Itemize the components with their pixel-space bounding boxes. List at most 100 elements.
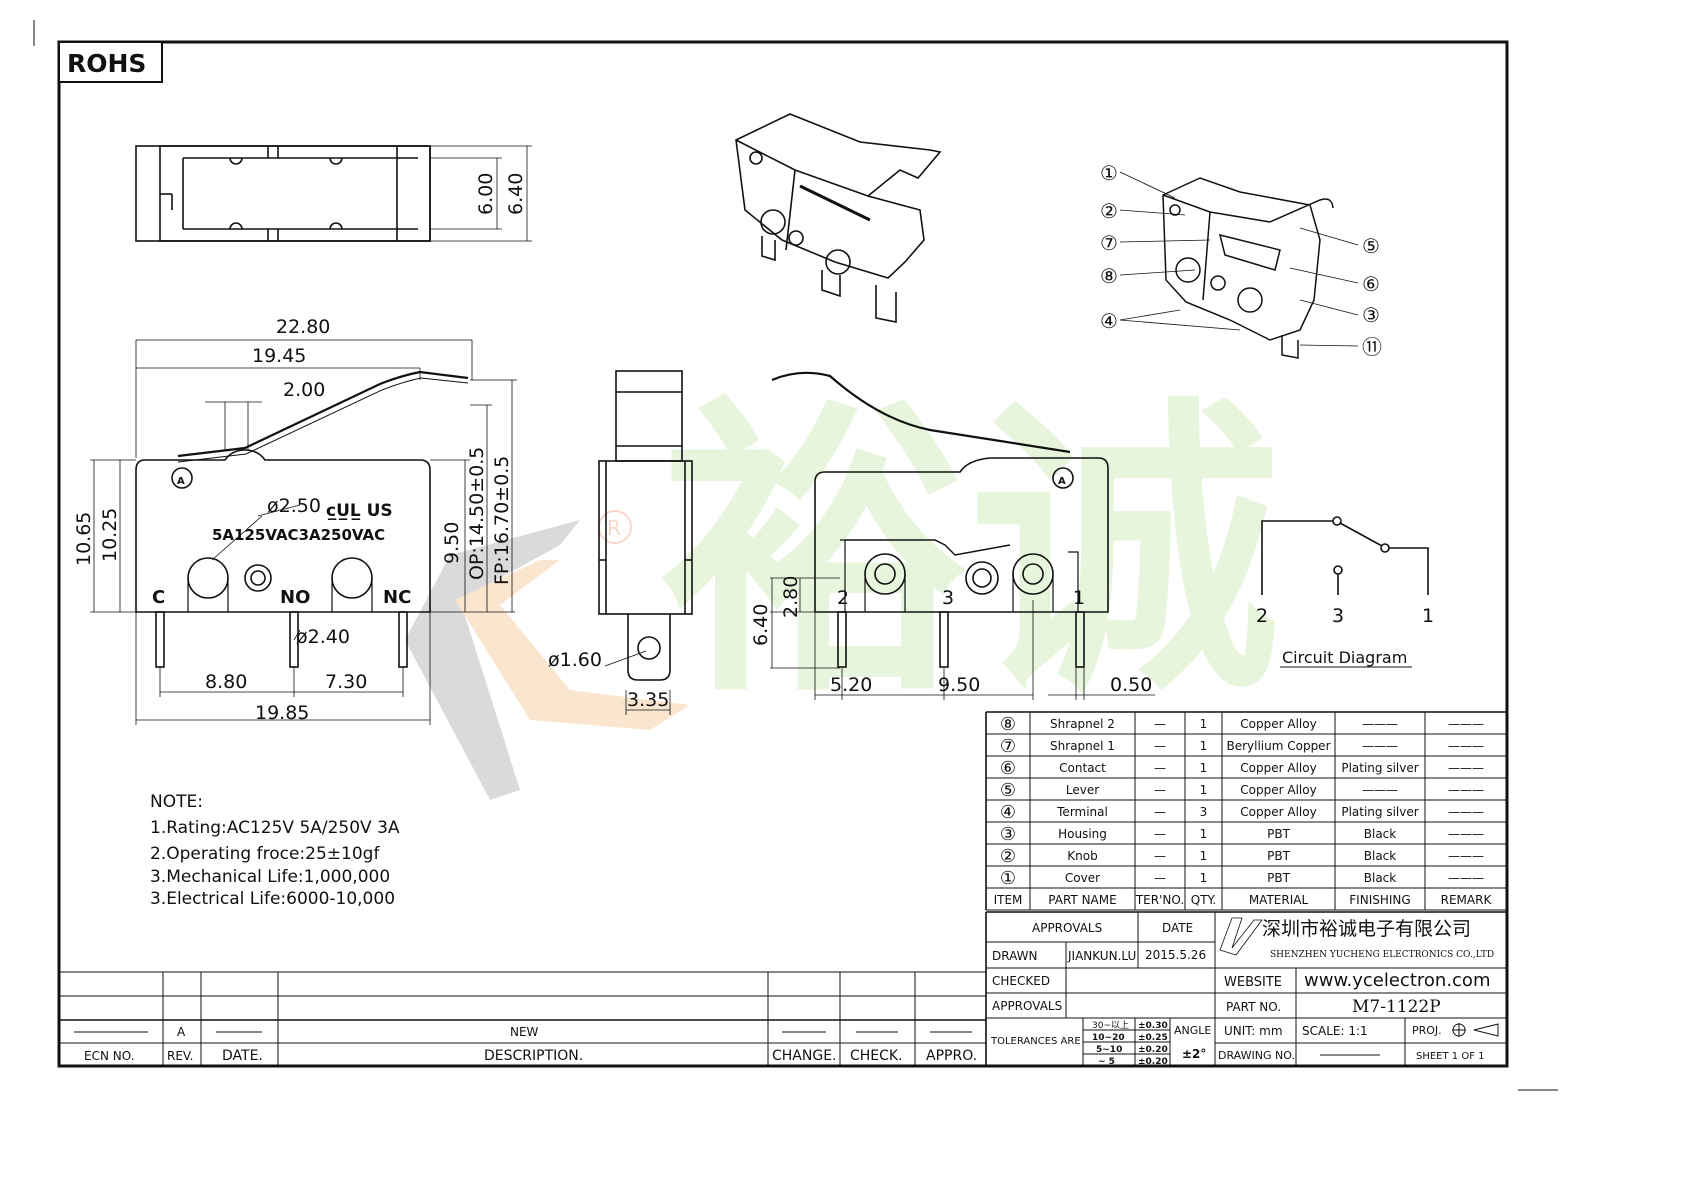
company-name-en: SHENZHEN YUCHENG ELECTRONICS CO.,LTD — [1270, 950, 1494, 960]
dim-19-85: 19.85 — [255, 702, 309, 724]
circuit-terminal-1: 1 — [1422, 605, 1434, 627]
dim-7-30: 7.30 — [325, 671, 367, 693]
sheet-value: SHEET 1 OF 1 — [1416, 1051, 1485, 1062]
circuit-terminal-3: 3 — [1332, 605, 1344, 627]
tb-approvals-header: APPROVALS — [1032, 921, 1102, 935]
bom-cell: — — [1154, 761, 1166, 775]
note-2: 2.Operating froce:25±10gf — [150, 844, 380, 864]
bom-cell: Copper Alloy — [1240, 761, 1316, 775]
tol-value-4: ±0.20 — [1138, 1057, 1168, 1067]
dim-10-25: 10.25 — [99, 508, 121, 562]
bom-cell: — — [1154, 805, 1166, 819]
dim-6-40: 6.40 — [505, 173, 527, 215]
revision-block — [59, 971, 986, 1066]
note-3: 3.Mechanical Life:1,000,000 — [150, 867, 390, 887]
callout-4: ④ — [1100, 309, 1118, 333]
bom-cell: ——— — [1448, 783, 1484, 797]
bom-cell: ——— — [1362, 717, 1398, 731]
rohs-text: ROHS — [67, 49, 146, 78]
callout-7: ⑦ — [1100, 231, 1118, 255]
circuit-title: Circuit Diagram — [1282, 648, 1407, 667]
bom-cell: ——— — [1448, 805, 1484, 819]
bom-cell: ——— — [1362, 783, 1398, 797]
dim-hole-1-60: ø1.60 — [548, 649, 602, 671]
dim-2-00: 2.00 — [283, 379, 325, 401]
back-terminal-3: 3 — [942, 587, 954, 609]
bom-cell: PBT — [1267, 871, 1290, 885]
dim-22-80: 22.80 — [276, 316, 330, 338]
website-value: www.ycelectron.com — [1304, 970, 1490, 991]
bom-cell: ——— — [1448, 739, 1484, 753]
back-terminal-1: 1 — [1073, 587, 1085, 609]
bom-cell: 3 — [1200, 805, 1208, 819]
watermark-chinese: 裕诚 — [660, 373, 1280, 734]
callout-5: ⑤ — [1362, 234, 1380, 258]
tol-value-3: ±0.20 — [1138, 1045, 1168, 1055]
bom-cell: Beryllium Copper — [1226, 739, 1330, 753]
drawing-no-label: DRAWING NO. — [1218, 1049, 1295, 1062]
bom-cell: 1 — [1200, 849, 1208, 863]
bom-cell: Black — [1364, 849, 1397, 863]
dim-19-45: 19.45 — [252, 345, 306, 367]
bom-cell: Black — [1364, 871, 1397, 885]
terminal-nc-label: NC — [383, 587, 411, 608]
ul-mark: c̲U̲L̲ US — [326, 501, 393, 521]
bom-cell: Lever — [1066, 783, 1099, 797]
company-name-cn: 深圳市裕诚电子有限公司 — [1262, 918, 1471, 940]
bom-cell: Shrapnel 1 — [1050, 739, 1115, 753]
bom-cell: Terminal — [1056, 805, 1108, 819]
dim-10-65: 10.65 — [73, 512, 95, 566]
website-label: WEBSITE — [1224, 975, 1282, 990]
bom-cell: Contact — [1059, 761, 1106, 775]
rev-header-check: CHECK. — [850, 1048, 903, 1064]
bom-header-cell: REMARK — [1441, 893, 1493, 907]
bom-cell: Knob — [1067, 849, 1097, 863]
callout-8: ⑧ — [1100, 264, 1118, 288]
sheet-border — [57, 40, 1509, 1068]
dim-9-50-vert: 9.50 — [441, 522, 463, 564]
tol-range-2: 10~20 — [1092, 1033, 1125, 1043]
bom-header-cell: TER'NO. — [1135, 893, 1184, 907]
callout-1: ① — [1100, 161, 1118, 185]
bom-cell: Copper Alloy — [1240, 805, 1316, 819]
dim-2-80: 2.80 — [780, 576, 802, 618]
bom-cell: 1 — [1200, 739, 1208, 753]
bom-header-cell: PART NAME — [1048, 893, 1116, 907]
angle-label: ANGLE — [1174, 1024, 1211, 1037]
bom-cell: — — [1154, 871, 1166, 885]
dim-0-50: 0.50 — [1110, 674, 1152, 696]
tol-value-1: ±0.30 — [1138, 1021, 1168, 1031]
rev-letter: A — [177, 1025, 186, 1039]
bom-header-cell: ITEM — [994, 893, 1023, 907]
bom-cell: 1 — [1200, 871, 1208, 885]
circuit-diagram — [1261, 516, 1429, 668]
dim-op: OP:14.50±0.5 — [466, 447, 488, 580]
dim-5-20: 5.20 — [830, 674, 872, 696]
notes: NOTE: 1.Rating:AC125V 5A/250V 3A 2.Opera… — [150, 792, 400, 909]
rev-description: NEW — [510, 1025, 539, 1039]
bom-cell: Shrapnel 2 — [1050, 717, 1115, 731]
bom-cell: ④ — [1000, 802, 1016, 823]
dim-6-00: 6.00 — [475, 173, 497, 215]
part-no-value: M7-1122P — [1352, 997, 1441, 1017]
angle-value: ±2° — [1182, 1047, 1206, 1061]
rev-header-date: DATE. — [222, 1048, 263, 1064]
bom-cell: ——— — [1448, 871, 1484, 885]
tb-drawn-date: 2015.5.26 — [1145, 948, 1206, 962]
bom-cell: ⑤ — [1000, 780, 1016, 801]
dim-8-80: 8.80 — [205, 671, 247, 693]
tol-value-2: ±0.25 — [1138, 1033, 1168, 1043]
dim-pin-2-40: ø2.40 — [296, 626, 350, 648]
rev-header-change: CHANGE. — [772, 1048, 837, 1064]
bom-cell: ② — [1000, 846, 1016, 867]
dim-9-50-back: 9.50 — [938, 674, 980, 696]
back-view: A — [770, 371, 1155, 700]
bom-cell: 1 — [1200, 783, 1208, 797]
bom-cell: — — [1154, 739, 1166, 753]
bom-cell: — — [1154, 827, 1166, 841]
tolerances-label: TOLERANCES ARE — [990, 1036, 1081, 1047]
bom-cell: 1 — [1200, 827, 1208, 841]
front-view: A — [90, 339, 517, 725]
title-block — [985, 911, 1507, 1066]
